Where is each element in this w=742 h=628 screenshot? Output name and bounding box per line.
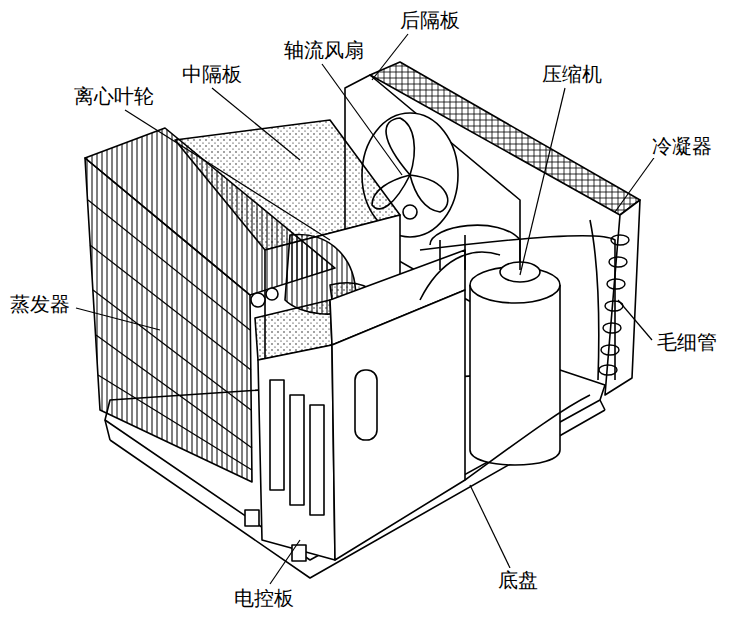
part-label: 电控板 bbox=[232, 586, 296, 610]
part-label: 后隔板 bbox=[398, 8, 462, 32]
part-label: 离心叶轮 bbox=[72, 84, 156, 108]
part-label: 底盘 bbox=[496, 568, 540, 592]
part-label: 轴流风扇 bbox=[282, 38, 366, 62]
part-label: 中隔板 bbox=[180, 62, 244, 86]
part-label: 蒸发器 bbox=[8, 292, 72, 316]
part-label: 冷凝器 bbox=[650, 134, 714, 158]
part-label: 毛细管 bbox=[655, 330, 719, 354]
part-label: 压缩机 bbox=[540, 62, 604, 86]
